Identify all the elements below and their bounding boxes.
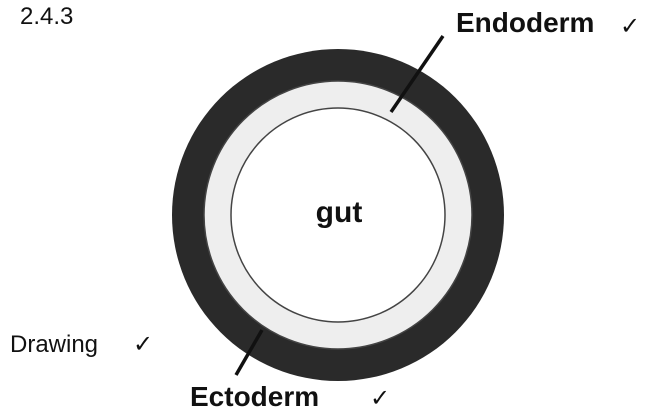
- endoderm-tick: ✓: [620, 13, 640, 40]
- gut-label: gut: [316, 196, 363, 229]
- drawing-caption: Drawing: [10, 331, 98, 358]
- ectoderm-tick: ✓: [370, 385, 390, 412]
- endoderm-label: Endoderm: [456, 7, 594, 38]
- question-number: 2.4.3: [20, 3, 73, 30]
- ectoderm-label: Ectoderm: [190, 381, 319, 412]
- drawing-tick: ✓: [133, 331, 153, 358]
